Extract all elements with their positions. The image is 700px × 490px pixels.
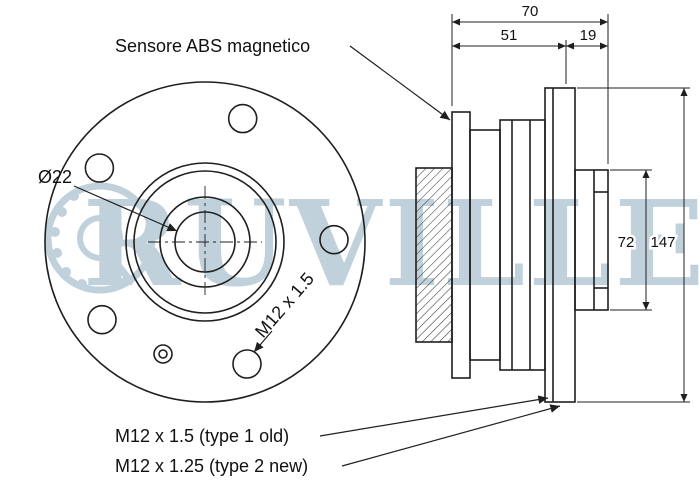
thread-type2-leader <box>341 404 561 467</box>
thread-leader-line <box>253 330 273 353</box>
splined-shaft-section <box>415 167 453 343</box>
brand-watermark-text: RUVILLE <box>83 174 700 313</box>
wheel-pilot <box>574 169 609 311</box>
brand-logo-icon <box>44 182 156 294</box>
brand-watermark: RUVILLE <box>44 174 700 313</box>
bore-leader-line <box>73 185 178 232</box>
dimensions: 70 51 19 72 147 <box>451 1 690 403</box>
bolt-hole <box>232 349 262 379</box>
centerlines <box>148 186 262 298</box>
dim-label-51: 51 <box>501 27 518 44</box>
sensor-hole-outer <box>153 344 173 364</box>
sensor-label: Sensore ABS magnetico <box>115 36 310 56</box>
thread-type1-label: M12 x 1.5 (type 1 old) <box>115 426 289 446</box>
thread-type1-leader <box>319 395 549 437</box>
hub-ring-inner-circle <box>133 170 277 314</box>
front-view <box>44 81 366 403</box>
sensor-leader-line <box>349 45 451 121</box>
bolt-hole <box>227 103 258 134</box>
bolt-hole <box>87 304 117 335</box>
bolt-hole <box>319 224 349 255</box>
dim-label-19: 19 <box>580 27 597 44</box>
bolt-hole <box>84 153 115 183</box>
hub-ring-outer-circle <box>125 162 285 322</box>
dim-label-147: 147 <box>650 234 675 251</box>
flange-outer-circle <box>44 81 366 403</box>
sensor-hole-inner <box>158 349 168 359</box>
thread-type2-label: M12 x 1.25 (type 2 new) <box>115 456 308 476</box>
bore-diameter-label: Ø22 <box>38 167 72 187</box>
side-view <box>415 87 609 403</box>
dim-label-70: 70 <box>522 3 539 20</box>
dim-label-72: 72 <box>618 234 635 251</box>
